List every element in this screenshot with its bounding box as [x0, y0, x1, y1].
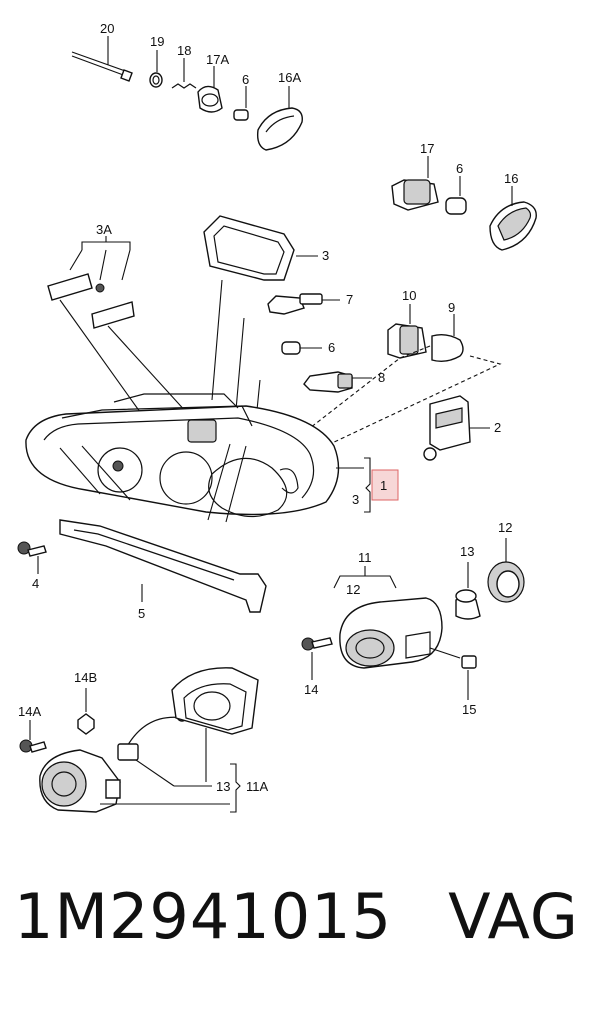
label-6-top: 6 — [242, 72, 249, 87]
label-18: 18 — [177, 43, 191, 58]
label-16a: 16A — [278, 70, 301, 85]
label-12: 12 — [498, 520, 512, 535]
clip-nut-part-15 — [461, 655, 477, 700]
label-2: 2 — [494, 420, 501, 435]
level-motor-part-2 — [423, 395, 490, 461]
fog-lamp-11a — [39, 749, 121, 813]
screw-part-14 — [301, 637, 333, 680]
label-14a: 14A — [18, 704, 41, 719]
label-6-middle: 6 — [328, 340, 335, 355]
bulb-holder-part-10 — [387, 304, 427, 359]
headlamp-housing — [25, 393, 364, 523]
sealing-ring-part-12 — [487, 538, 525, 603]
label-16: 16 — [504, 171, 518, 186]
group-brace-11a — [100, 763, 241, 813]
label-5: 5 — [138, 606, 145, 621]
bulb-holder-part-17 — [391, 156, 439, 211]
mounting-brackets-part-3a — [47, 236, 189, 415]
label-19: 19 — [150, 34, 164, 49]
screw-part-4 — [17, 541, 47, 574]
label-15: 15 — [462, 702, 476, 717]
screw-part-14a — [19, 720, 47, 753]
fog-lamp-gasket-11a — [171, 667, 259, 782]
bulb-part-6-top — [233, 86, 249, 121]
dashed-leaders — [309, 345, 502, 445]
label-3: 3 — [322, 248, 329, 263]
fog-lamp-group-11-12 — [333, 566, 461, 669]
label-11: 11 — [358, 550, 372, 565]
label-10: 10 — [402, 288, 416, 303]
part-number: 1M2941015 — [14, 880, 393, 953]
label-13: 13 — [460, 544, 474, 559]
label-3-bottom: 3 — [352, 492, 359, 507]
deflector-part-5 — [59, 519, 267, 613]
part-number-footer: 1M2941015 VAG — [14, 880, 579, 953]
bulb-part-8 — [255, 371, 372, 421]
bulb-part-6-middle — [235, 317, 322, 411]
grommet-part-19 — [149, 50, 163, 88]
wire-harness-part-20 — [71, 36, 133, 82]
callout-1 — [364, 457, 399, 513]
side-marker-part-16a — [256, 86, 303, 151]
label-1: 1 — [380, 478, 387, 493]
label-12-group: 12 — [346, 582, 360, 597]
brand-name: VAG — [448, 880, 579, 953]
bulb-part-7 — [267, 293, 340, 315]
bulb-part-9 — [431, 314, 464, 363]
label-17a: 17A — [206, 52, 229, 67]
label-9: 9 — [448, 300, 455, 315]
part-labels: 20 19 18 17A 6 16A 17 6 16 3A 3 7 10 9 6… — [18, 21, 518, 794]
label-4: 4 — [32, 576, 39, 591]
spring-clip-part-18 — [171, 58, 197, 89]
label-14b: 14B — [74, 670, 97, 685]
label-6-right: 6 — [456, 161, 463, 176]
bulb-part-13 — [455, 562, 481, 620]
label-13-bottom: 13 — [216, 779, 230, 794]
side-marker-part-16 — [489, 186, 537, 251]
label-3a: 3A — [96, 222, 112, 237]
label-11a: 11A — [246, 779, 268, 794]
label-20: 20 — [100, 21, 114, 36]
gasket-cover-part-3 — [203, 215, 318, 401]
label-8: 8 — [378, 370, 385, 385]
label-14: 14 — [304, 682, 318, 697]
nut-part-14b — [77, 688, 95, 735]
bulb-holder-part-17a — [197, 66, 223, 113]
label-17: 17 — [420, 141, 434, 156]
bulb-part-6-right — [445, 176, 467, 215]
label-7: 7 — [346, 292, 353, 307]
